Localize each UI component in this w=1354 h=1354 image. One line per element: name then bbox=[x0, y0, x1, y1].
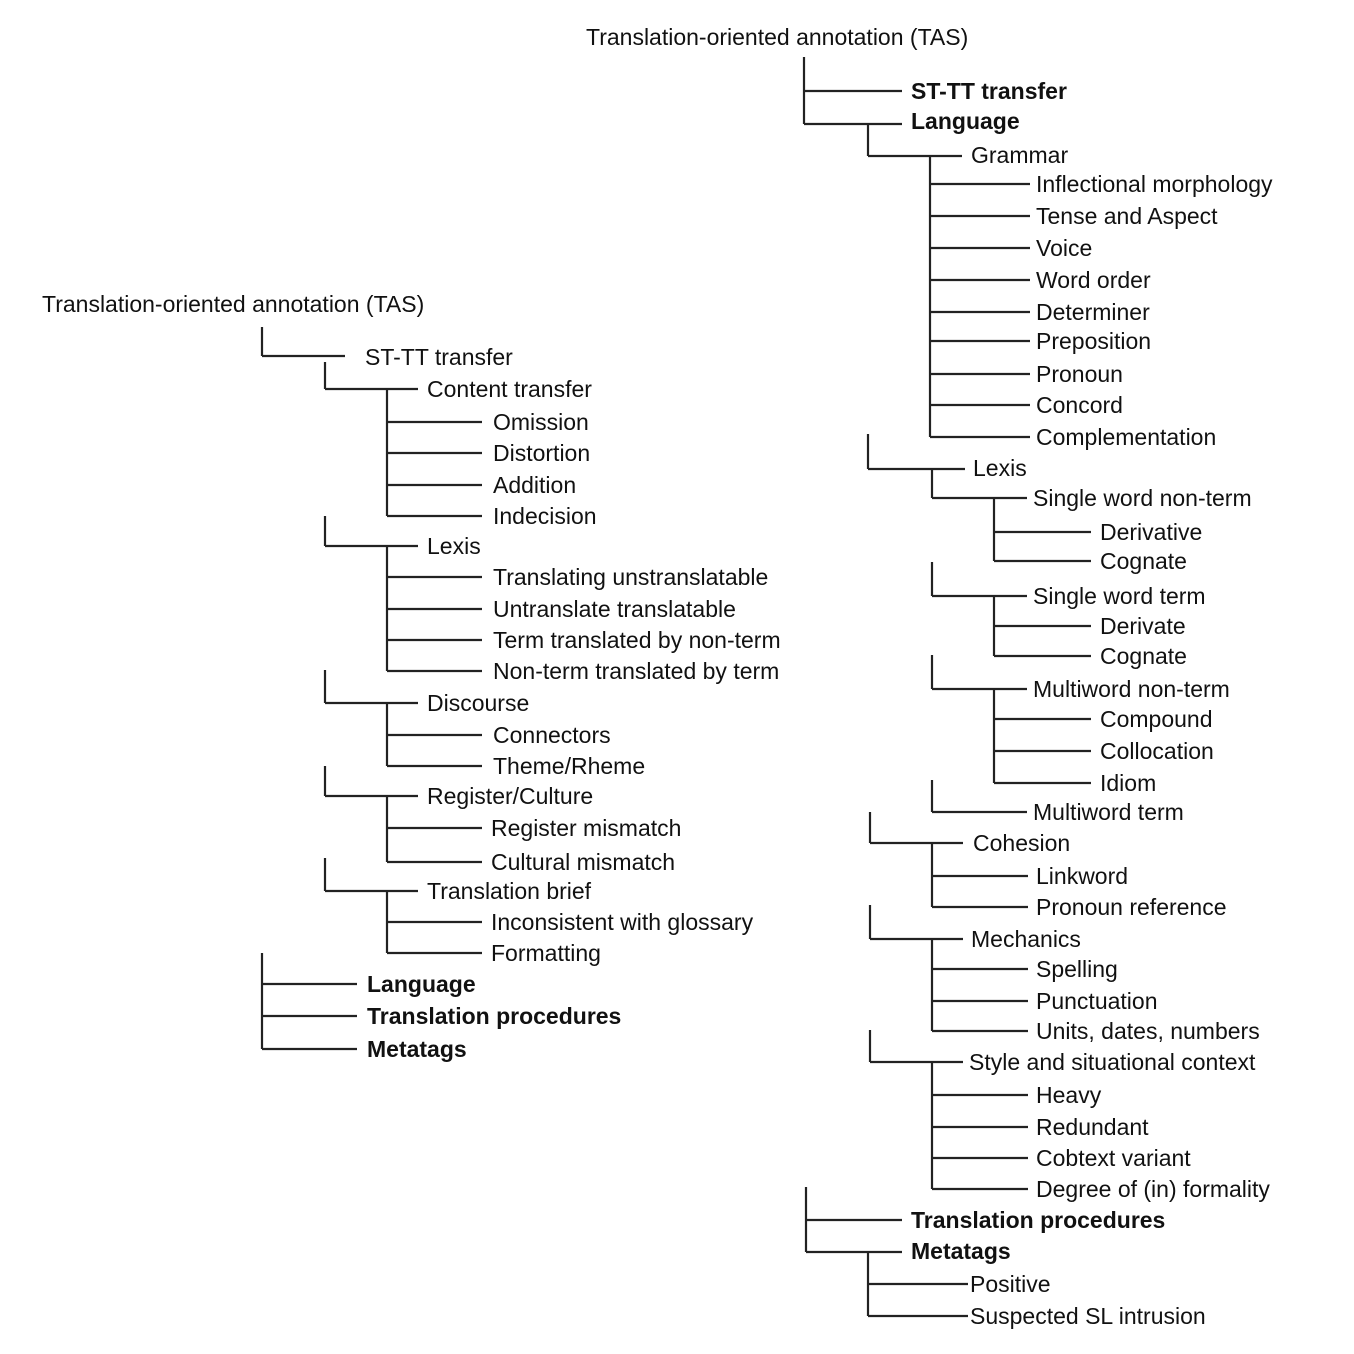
right-node-leaf: Concord bbox=[1036, 392, 1123, 418]
left-node-leaf: Term translated by non-term bbox=[493, 627, 781, 653]
right-node-leaf: Determiner bbox=[1036, 299, 1150, 325]
left-node-leaf: Cultural mismatch bbox=[491, 849, 676, 875]
right-node-leaf: Pronoun bbox=[1036, 361, 1123, 387]
left-node-leaf: Distortion bbox=[493, 440, 591, 466]
right-node-leaf: Collocation bbox=[1100, 738, 1214, 764]
right-node-leaf: Suspected SL intrusion bbox=[970, 1303, 1206, 1329]
right-node-leaf: Pronoun reference bbox=[1036, 894, 1227, 920]
left-node-leaf: Theme/Rheme bbox=[493, 753, 646, 779]
right-node-lexis-sub: Single word term bbox=[1033, 583, 1206, 609]
right-node-level3: Style and situational context bbox=[969, 1049, 1256, 1075]
right-node-leaf: Cognate bbox=[1100, 643, 1187, 669]
right-node-leaf: Compound bbox=[1100, 706, 1213, 732]
left-node-level2: Lexis bbox=[427, 533, 481, 559]
right-node-leaf: Units, dates, numbers bbox=[1036, 1018, 1260, 1044]
right-node-leaf: Punctuation bbox=[1036, 988, 1158, 1014]
right-node-leaf: Preposition bbox=[1036, 328, 1152, 354]
right-node-language: Language bbox=[911, 108, 1020, 134]
right-node-level3: Cohesion bbox=[973, 830, 1071, 856]
right-node-leaf: Spelling bbox=[1036, 956, 1118, 982]
left-node-leaf: Translating unstranslatable bbox=[493, 564, 769, 590]
left-node-level2: Register/Culture bbox=[427, 783, 594, 809]
left-node-level2: Content transfer bbox=[427, 376, 592, 402]
left-node-leaf: Indecision bbox=[493, 503, 597, 529]
left-node-leaf: Non-term translated by term bbox=[493, 658, 780, 684]
right-node-leaf: Complementation bbox=[1036, 424, 1217, 450]
left-node-level2: Discourse bbox=[427, 690, 530, 716]
right-node-lexis-sub: Single word non-term bbox=[1033, 485, 1252, 511]
right-node-lexis-sub: Multiword term bbox=[1033, 799, 1184, 825]
right-node-level3: Mechanics bbox=[971, 926, 1081, 952]
right-node-grammar: Grammar bbox=[971, 142, 1069, 168]
right-node-leaf: Positive bbox=[970, 1271, 1051, 1297]
right-node-leaf: Heavy bbox=[1036, 1082, 1102, 1108]
right-node-leaf: Redundant bbox=[1036, 1114, 1149, 1140]
right-node-lexis: Lexis bbox=[973, 455, 1027, 481]
left-node-st-tt-transfer: ST-TT transfer bbox=[365, 344, 513, 370]
left-node-top-category: Translation procedures bbox=[367, 1003, 622, 1029]
left-node-leaf: Inconsistent with glossary bbox=[491, 909, 754, 935]
right-node-lexis-sub: Multiword non-term bbox=[1033, 676, 1230, 702]
left-node-leaf: Connectors bbox=[493, 722, 611, 748]
right-tree-root: Translation-oriented annotation (TAS) bbox=[586, 24, 969, 50]
left-node-leaf: Register mismatch bbox=[491, 815, 682, 841]
right-node-metatags: Metatags bbox=[911, 1238, 1011, 1264]
right-node-leaf: Tense and Aspect bbox=[1036, 203, 1218, 229]
right-node-leaf: Cobtext variant bbox=[1036, 1145, 1191, 1171]
right-node-leaf: Derivative bbox=[1100, 519, 1203, 545]
right-node-leaf: Word order bbox=[1036, 267, 1151, 293]
right-node-translation-procedures: Translation procedures bbox=[911, 1207, 1166, 1233]
left-node-leaf: Untranslate translatable bbox=[493, 596, 736, 622]
left-node-top-category: Language bbox=[367, 971, 476, 997]
left-node-leaf: Omission bbox=[493, 409, 589, 435]
right-node-leaf: Voice bbox=[1036, 235, 1093, 261]
left-node-leaf: Addition bbox=[493, 472, 577, 498]
left-tree-root: Translation-oriented annotation (TAS) bbox=[42, 291, 425, 317]
right-node-leaf: Degree of (in) formality bbox=[1036, 1176, 1270, 1202]
right-node-leaf: Idiom bbox=[1100, 770, 1157, 796]
right-node-st-tt-transfer: ST-TT transfer bbox=[911, 78, 1067, 104]
right-node-leaf: Inflectional morphology bbox=[1036, 171, 1273, 197]
left-node-level2: Translation brief bbox=[427, 878, 592, 904]
right-node-leaf: Derivate bbox=[1100, 613, 1186, 639]
right-node-leaf: Cognate bbox=[1100, 548, 1187, 574]
left-node-leaf: Formatting bbox=[491, 940, 601, 966]
left-node-top-category: Metatags bbox=[367, 1036, 467, 1062]
right-node-leaf: Linkword bbox=[1036, 863, 1129, 889]
